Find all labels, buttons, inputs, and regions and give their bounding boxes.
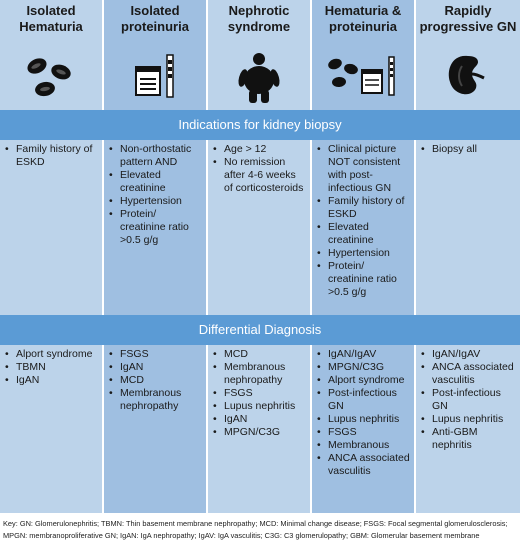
column-heading: Rapidly progressive GN [416, 3, 520, 35]
list-item: Family history of ESKD [4, 143, 98, 169]
column-heading: Nephrotic syndrome [208, 3, 310, 35]
biopsy-indications-header: Indications for kidney biopsy [0, 110, 520, 140]
list-item: Elevated creatinine [316, 221, 410, 247]
list-item: TBMN [4, 361, 98, 374]
biopsy-list-isolated-proteinuria: Non-orthostatic pattern AND Elevated cre… [108, 143, 202, 247]
list-item: Lupus nephritis [420, 413, 516, 426]
list-item: Clinical picture NOT consistent with pos… [316, 143, 410, 195]
column-heading-line2: Hematuria [19, 19, 83, 34]
list-item: MCD [212, 348, 306, 361]
column-heading-line1: Rapidly [444, 3, 492, 18]
list-item: IgAN [4, 374, 98, 387]
kidney-icon [416, 52, 520, 102]
list-item: No remission after 4-6 weeks of corticos… [212, 156, 306, 195]
list-item: MPGN/C3G [316, 361, 410, 374]
column-heading-line2: progressive GN [419, 19, 517, 34]
column-heading-line1: Isolated [26, 3, 76, 18]
list-item: Non-orthostatic pattern AND [108, 143, 202, 169]
differential-list-hematuria-proteinuria: IgAN/IgAV MPGN/C3G Alport syndrome Post-… [316, 348, 410, 478]
column-isolated-hematuria: Isolated Hematuria [0, 0, 102, 513]
list-item: ANCA associated vasculitis [316, 452, 410, 478]
list-item: Anti-GBM nephritis [420, 426, 516, 452]
column-heading-line2: proteinuria [329, 19, 397, 34]
list-item: Membranous nephropathy [212, 361, 306, 387]
column-heading-line1: Nephrotic [228, 3, 290, 18]
list-item: Alport syndrome [4, 348, 98, 361]
list-item: IgAN [108, 361, 202, 374]
list-item: IgAN/IgAV [420, 348, 516, 361]
list-item: Elevated creatinine [108, 169, 202, 195]
list-item: Biopsy all [420, 143, 516, 156]
blood-cells-and-urine-sample-icon [312, 52, 414, 102]
column-heading-line2: proteinuria [121, 19, 189, 34]
differential-list-nephrotic-syndrome: MCD Membranous nephropathy FSGS Lupus ne… [212, 348, 306, 439]
list-item: Membranous nephropathy [108, 387, 202, 413]
list-item: IgAN/IgAV [316, 348, 410, 361]
list-item: Protein/ creatinine ratio >0.5 g/g [316, 260, 410, 299]
list-item: ANCA associated vasculitis [420, 361, 516, 387]
list-item: Hypertension [108, 195, 202, 208]
column-heading: Isolated proteinuria [104, 3, 206, 35]
list-item: Membranous [316, 439, 410, 452]
differential-list-isolated-hematuria: Alport syndrome TBMN IgAN [4, 348, 98, 387]
column-heading: Isolated Hematuria [0, 3, 102, 35]
list-item: Age > 12 [212, 143, 306, 156]
list-item: Lupus nephritis [212, 400, 306, 413]
list-item: MPGN/C3G [212, 426, 306, 439]
column-isolated-proteinuria: Isolated proteinuria [104, 0, 206, 513]
list-item: Post-infectious GN [420, 387, 516, 413]
biopsy-list-nephrotic-syndrome: Age > 12 No remission after 4-6 weeks of… [212, 143, 306, 195]
urine-sample-dipstick-icon [104, 52, 206, 102]
abbreviation-key: Key: GN: Glomerulonephritis; TBMN: Thin … [3, 519, 508, 540]
red-blood-cells-icon [0, 52, 102, 102]
biopsy-list-isolated-hematuria: Family history of ESKD [4, 143, 98, 169]
list-item: FSGS [108, 348, 202, 361]
column-heading-line1: Isolated [130, 3, 180, 18]
biopsy-list-hematuria-proteinuria: Clinical picture NOT consistent with pos… [316, 143, 410, 299]
column-heading-line2: syndrome [227, 19, 291, 34]
list-item: FSGS [212, 387, 306, 400]
list-item: Hypertension [316, 247, 410, 260]
edematous-person-icon [208, 52, 310, 103]
differential-list-isolated-proteinuria: FSGS IgAN MCD Membranous nephropathy [108, 348, 202, 413]
column-heading: Hematuria & proteinuria [312, 3, 414, 35]
differential-diagnosis-header: Differential Diagnosis [0, 315, 520, 345]
list-item: IgAN [212, 413, 306, 426]
differential-list-rapidly-progressive-gn: IgAN/IgAV ANCA associated vasculitis Pos… [420, 348, 516, 452]
list-item: Protein/ creatinine ratio >0.5 g/g [108, 208, 202, 247]
list-item: Family history of ESKD [316, 195, 410, 221]
list-item: FSGS [316, 426, 410, 439]
list-item: Post-infectious GN [316, 387, 410, 413]
list-item: MCD [108, 374, 202, 387]
list-item: Alport syndrome [316, 374, 410, 387]
column-heading-line1: Hematuria & [324, 3, 402, 18]
list-item: Lupus nephritis [316, 413, 410, 426]
biopsy-list-rapidly-progressive-gn: Biopsy all [420, 143, 516, 156]
